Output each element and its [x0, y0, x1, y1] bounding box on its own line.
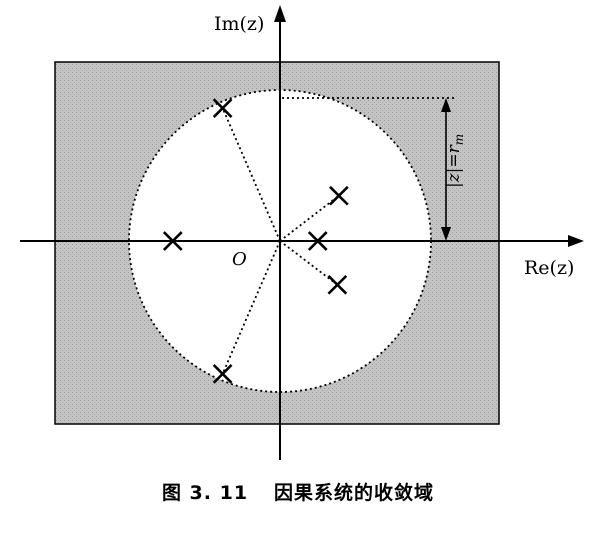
pole-real-right-marker: [307, 231, 328, 251]
radius-label: |z|=rm: [444, 134, 466, 188]
pole-upper-right-marker: [329, 185, 349, 206]
radius-arrow-top: [441, 98, 451, 112]
pole-upper-left-vector: [221, 107, 281, 242]
pole-lower-left-vector: [221, 240, 281, 375]
pole-lower-right-vector: [279, 240, 338, 286]
radius-arrow-bottom: [441, 227, 451, 241]
real-axis-label: Re(z): [524, 257, 574, 279]
causal-roc-diagram: Im(z) Re(z) O |z|=rm: [20, 5, 584, 460]
figure-caption: 图 3. 11 因果系统的收敛域: [0, 478, 596, 505]
pole-lower-left-marker: [212, 364, 233, 384]
origin-label: O: [232, 249, 247, 270]
radius-subscript: m: [452, 134, 466, 145]
imaginary-axis-label: Im(z): [214, 13, 264, 35]
caption-number: 图 3. 11: [161, 482, 249, 504]
pole-upper-right-vector: [279, 194, 340, 242]
caption-title: 因果系统的收敛域: [274, 482, 435, 504]
pole-real-left-marker: [162, 231, 183, 251]
pole-lower-right-marker: [327, 274, 348, 295]
imaginary-axis-arrow: [274, 5, 286, 22]
real-axis-arrow: [568, 235, 584, 247]
pole-upper-left-marker: [212, 98, 233, 118]
